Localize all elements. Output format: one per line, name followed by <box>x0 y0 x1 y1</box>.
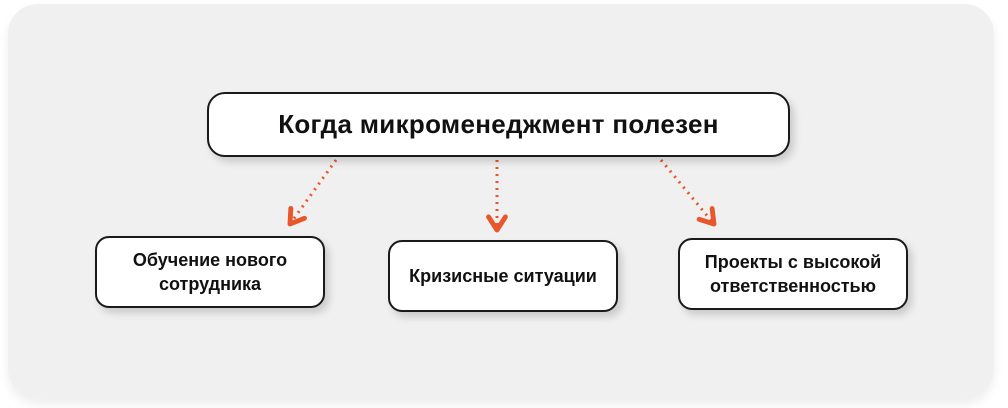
child-node-high-responsibility-projects: Проекты с высокой ответственностью <box>678 238 908 310</box>
child-node-label: Обучение нового сотрудника <box>132 249 288 294</box>
diagram-panel <box>8 4 994 398</box>
child-node-new-employee-training: Обучение нового сотрудника <box>95 236 325 308</box>
child-node-label: Проекты с высокой ответственностью <box>704 251 882 296</box>
child-node-label: Кризисные ситуации <box>409 265 597 286</box>
child-node-crisis-situations: Кризисные ситуации <box>388 240 618 312</box>
root-node-title: Когда микроменеджмент полезен <box>207 92 790 157</box>
root-node-label: Когда микроменеджмент полезен <box>278 109 719 139</box>
